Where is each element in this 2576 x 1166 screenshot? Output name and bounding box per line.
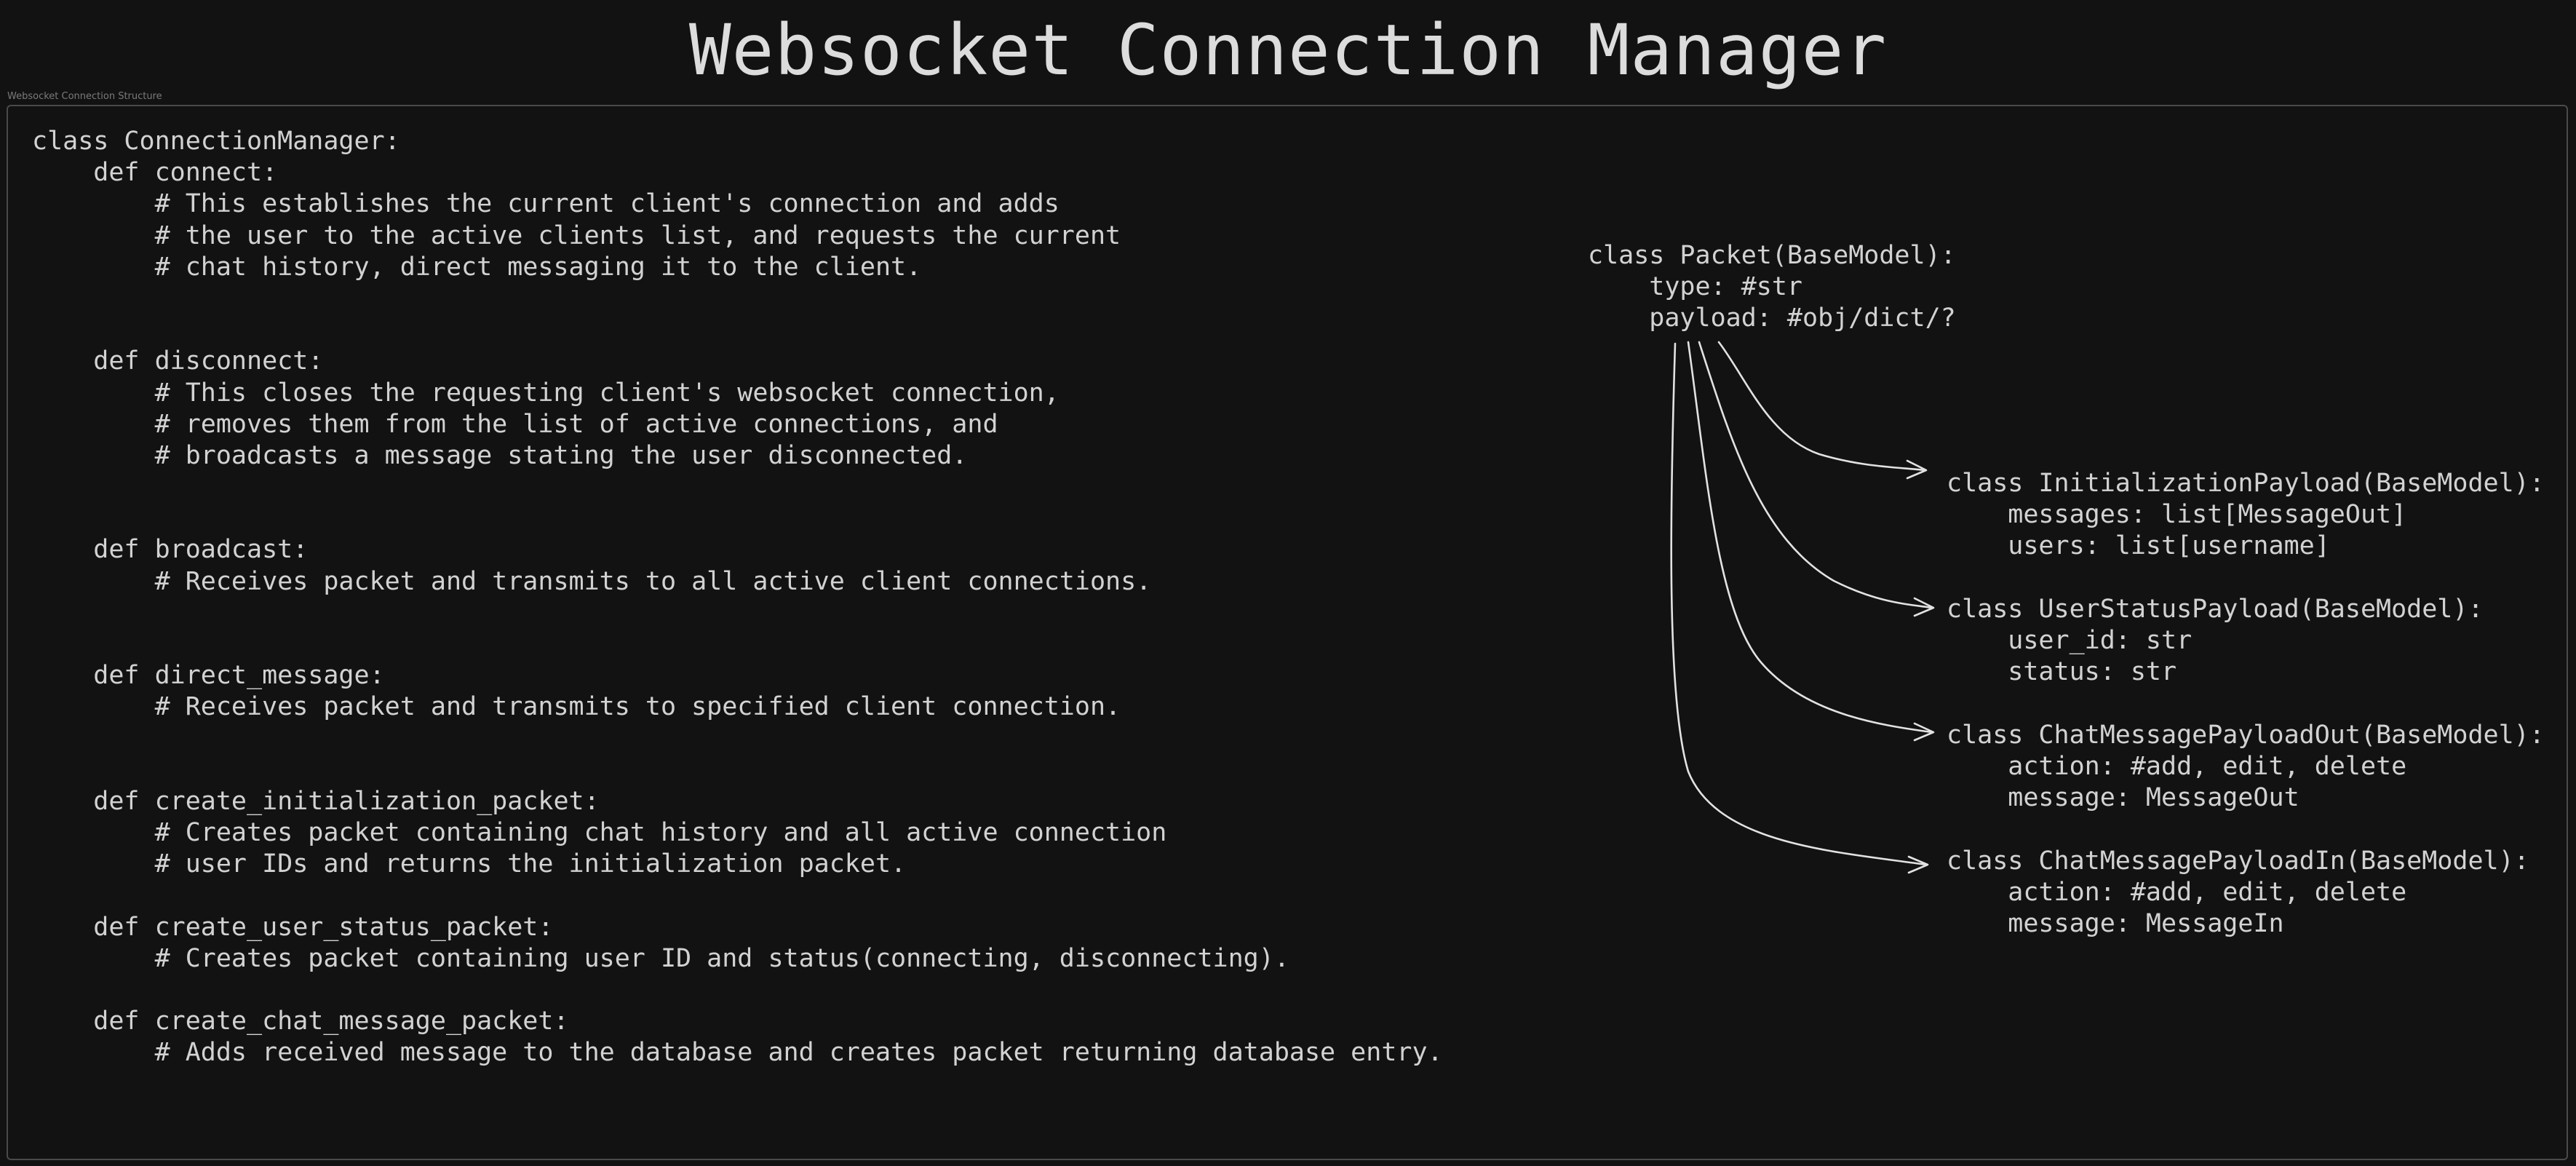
packet-class-code-line: class Packet(BaseModel):: [1588, 241, 1956, 270]
connection-manager-code-line: class ConnectionManager:: [32, 127, 400, 156]
connection-manager-code-line: def connect:: [32, 158, 278, 188]
connection-manager-code-line: def disconnect:: [32, 346, 324, 376]
connection-manager-code-line: [32, 472, 1443, 503]
connection-manager-code-line: def direct_message:: [32, 661, 385, 691]
packet-class-code-line: type: #str: [1588, 272, 1803, 302]
connection-manager-code-line: def create_initialization_packet:: [32, 786, 600, 816]
connection-manager-code-line: [32, 598, 1443, 629]
connection-manager-code-line: def create_user_status_packet:: [32, 912, 554, 942]
initialization-payload-line: class InitializationPayload(BaseModel):: [1947, 469, 2545, 498]
page-title: Websocket Connection Manager: [688, 9, 1888, 91]
chat-message-payload-in-line: action: #add, edit, delete: [1947, 878, 2407, 908]
chat-message-payload-out-line: class ChatMessagePayloadOut(BaseModel):: [1947, 721, 2545, 750]
connection-manager-code-line: # This closes the requesting client's we…: [32, 378, 1060, 408]
connection-manager-code-line: # Creates packet containing user ID and …: [32, 943, 1289, 973]
connection-manager-code-line: def broadcast:: [32, 535, 309, 565]
user-status-payload-line: user_id: str: [1947, 626, 2193, 656]
connection-manager-code-line: [32, 283, 1443, 314]
packet-class-code: class Packet(BaseModel): type: #str payl…: [1588, 240, 1956, 335]
connection-manager-code-line: # removes them from the list of active c…: [32, 409, 998, 439]
chat-message-payload-in-line: class ChatMessagePayloadIn(BaseModel):: [1947, 846, 2529, 876]
connection-manager-code-line: [32, 881, 1443, 912]
packet-class-code-line: payload: #obj/dict/?: [1588, 304, 1956, 333]
connection-manager-code-line: # Receives packet and transmits to all a…: [32, 566, 1152, 596]
connection-manager-code-line: # Adds received message to the database …: [32, 1038, 1443, 1068]
connection-manager-code-line: # chat history, direct messaging it to t…: [32, 252, 922, 282]
connection-manager-code-line: [32, 723, 1443, 755]
initialization-payload-code: class InitializationPayload(BaseModel): …: [1947, 468, 2545, 563]
connection-manager-code: class ConnectionManager: def connect: # …: [32, 126, 1443, 1069]
connection-manager-code-line: [32, 503, 1443, 534]
chat-message-payload-out-code: class ChatMessagePayloadOut(BaseModel): …: [1947, 720, 2545, 814]
connection-manager-code-line: def create_chat_message_packet:: [32, 1007, 569, 1036]
frame-label: Websocket Connection Structure: [7, 91, 162, 102]
connection-manager-code-line: # This establishes the current client's …: [32, 189, 1060, 219]
chat-message-payload-in-line: message: MessageIn: [1947, 909, 2284, 939]
chat-message-payload-out-line: message: MessageOut: [1947, 783, 2299, 813]
user-status-payload-line: class UserStatusPayload(BaseModel):: [1947, 595, 2484, 624]
connection-manager-code-line: # Receives packet and transmits to speci…: [32, 692, 1121, 722]
connection-manager-code-line: # broadcasts a message stating the user …: [32, 440, 968, 470]
initialization-payload-line: messages: list[MessageOut]: [1947, 500, 2407, 530]
connection-manager-code-line: [32, 755, 1443, 786]
chat-message-payload-out-line: action: #add, edit, delete: [1947, 752, 2407, 782]
user-status-payload-line: status: str: [1947, 657, 2177, 687]
connection-manager-code-line: # the user to the active clients list, a…: [32, 221, 1121, 250]
connection-manager-code-line: [32, 314, 1443, 346]
diagram-frame: [7, 105, 2568, 1160]
connection-manager-code-line: # Creates packet containing chat history…: [32, 818, 1167, 848]
connection-manager-code-line: [32, 629, 1443, 660]
user-status-payload-code: class UserStatusPayload(BaseModel): user…: [1947, 594, 2484, 689]
initialization-payload-line: users: list[username]: [1947, 531, 2330, 561]
connection-manager-code-line: [32, 975, 1443, 1006]
chat-message-payload-in-code: class ChatMessagePayloadIn(BaseModel): a…: [1947, 846, 2529, 940]
connection-manager-code-line: # user IDs and returns the initializatio…: [32, 849, 907, 879]
